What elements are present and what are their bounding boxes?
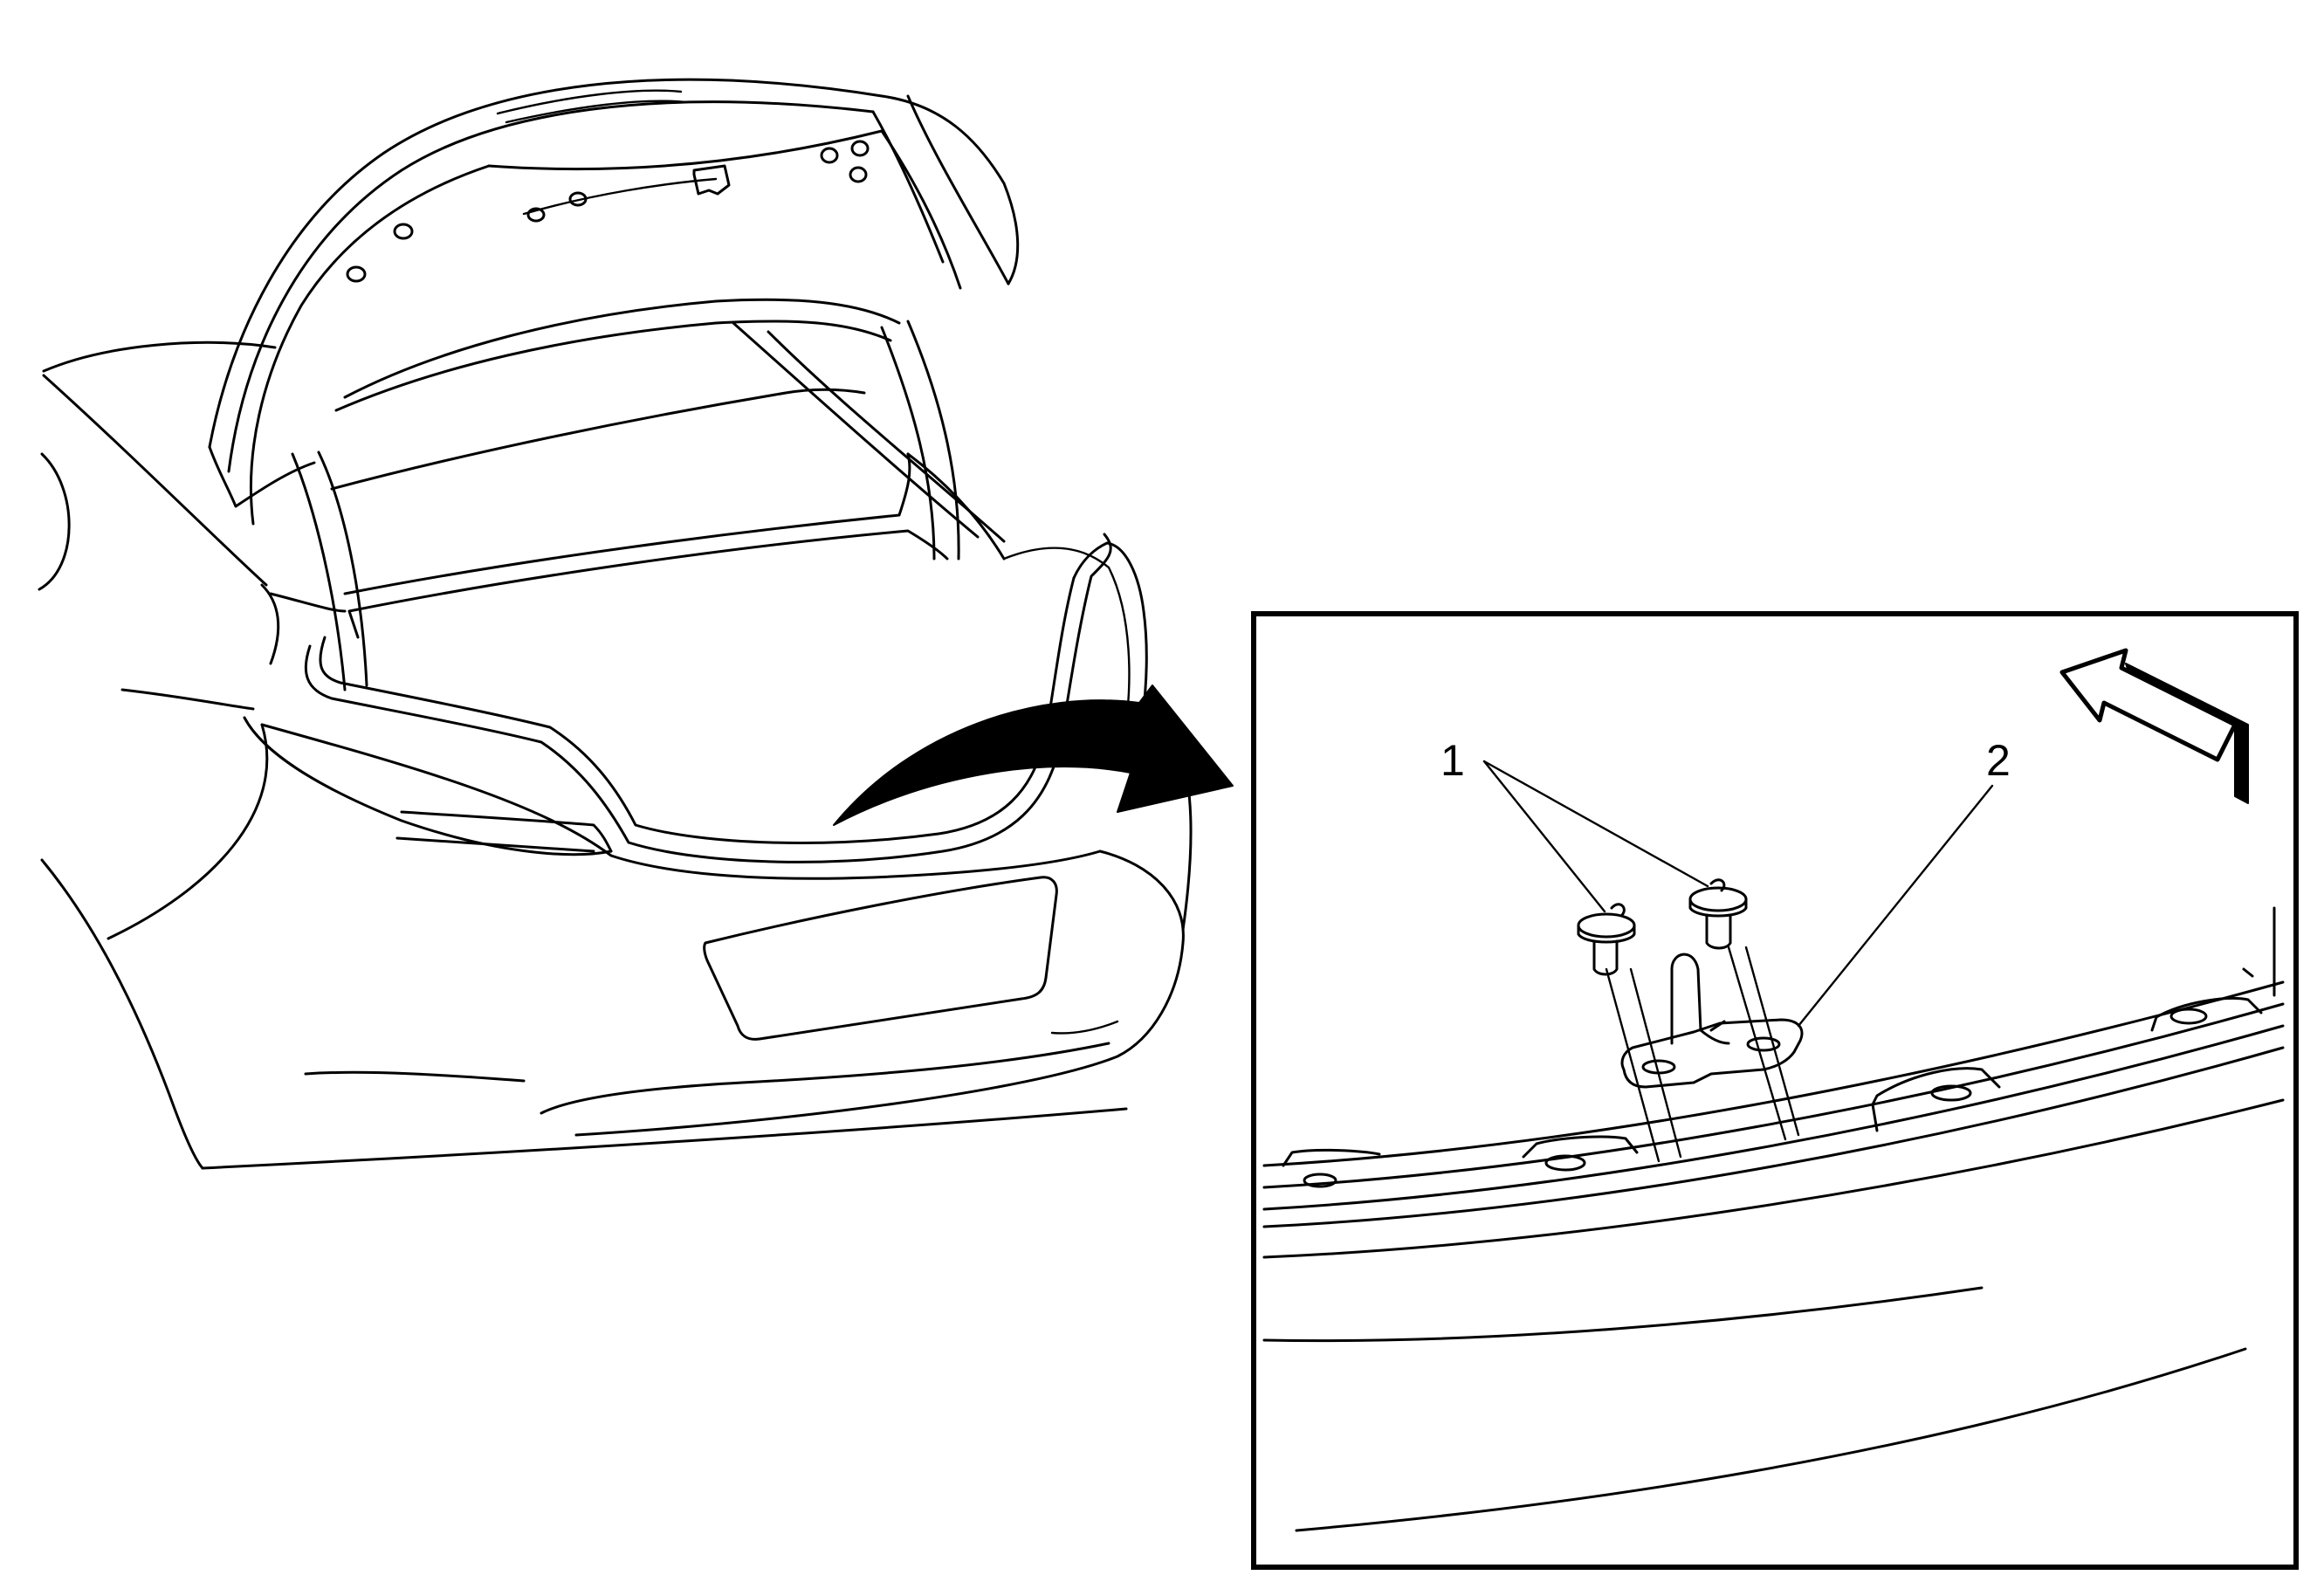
- bolt-right: [1688, 878, 1748, 950]
- callout-label-2: 2: [1986, 736, 2011, 785]
- callout-label-1: 1: [1440, 736, 1465, 785]
- direction-arrow-icon: [2059, 648, 2249, 804]
- detail-view-inset: 1 2: [1251, 611, 2299, 1570]
- bolt-left: [1577, 903, 1636, 976]
- curved-arrow-icon: [833, 684, 1234, 826]
- vehicle-rear-illustration: [38, 78, 1193, 1170]
